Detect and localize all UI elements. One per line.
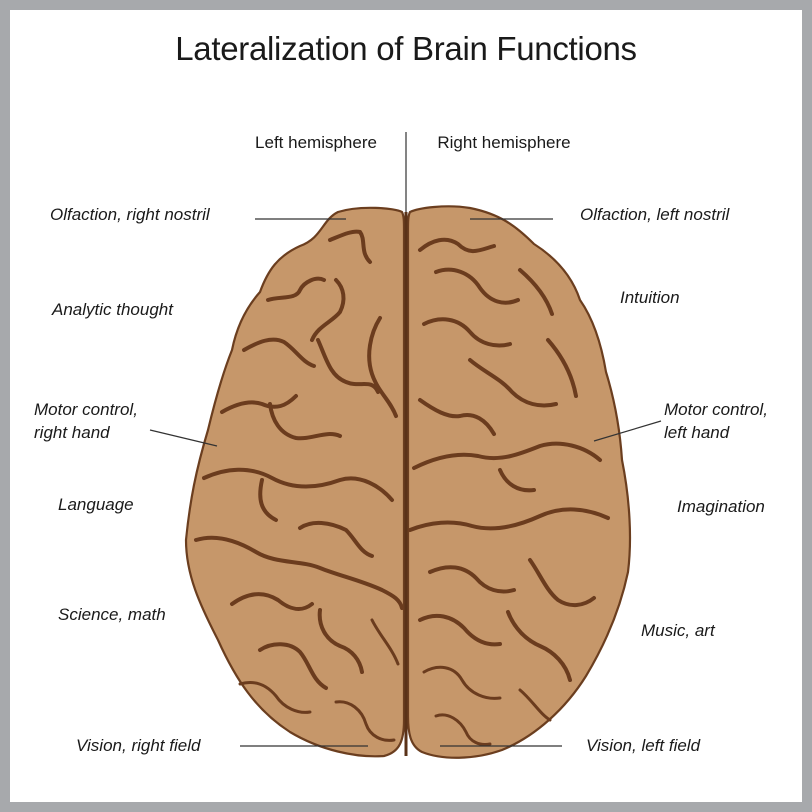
label-intuition: Intuition: [620, 288, 680, 307]
label-vision-right-field: Vision, right field: [76, 736, 201, 755]
label-vision-left-field: Vision, left field: [586, 736, 701, 755]
label-olfaction-left-nostril: Olfaction, left nostril: [580, 205, 731, 224]
label-analytic-thought: Analytic thought: [51, 300, 174, 319]
label-imagination: Imagination: [677, 497, 765, 516]
label-science-math: Science, math: [58, 605, 166, 624]
label-language: Language: [58, 495, 134, 514]
label-music-art: Music, art: [641, 621, 716, 640]
right-hemisphere: [408, 206, 630, 757]
label-olfaction-right-nostril: Olfaction, right nostril: [50, 205, 211, 224]
left-hemisphere-label: Left hemisphere: [255, 133, 377, 152]
label-motor-control-left-line1: Motor control,: [664, 400, 768, 419]
right-hemisphere-shape: [408, 206, 630, 757]
left-hemisphere: [186, 208, 404, 756]
label-motor-control-left-line2: left hand: [664, 423, 730, 442]
label-motor-control-right-line1: Motor control,: [34, 400, 138, 419]
label-motor-control-right-line2: right hand: [34, 423, 110, 442]
right-hemisphere-label: Right hemisphere: [437, 133, 570, 152]
